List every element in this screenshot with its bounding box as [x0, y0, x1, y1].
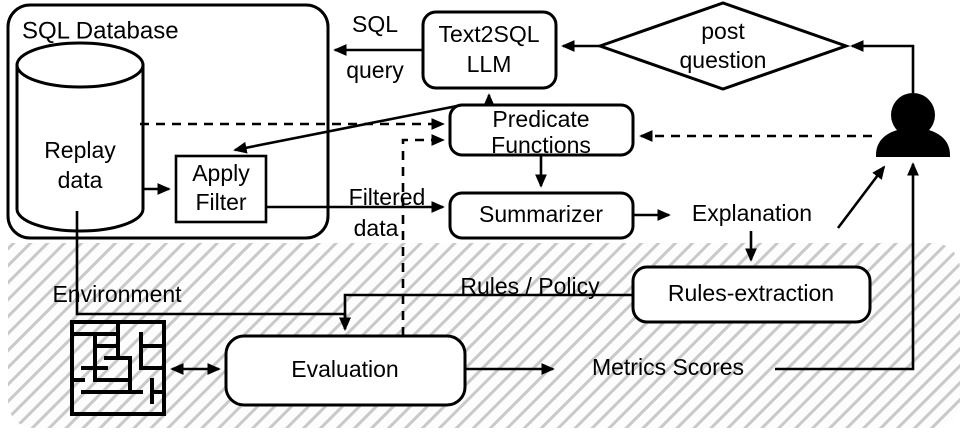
replay-data-cylinder: Replay data — [15, 41, 145, 233]
predicate-functions-label-line2: Functions — [491, 132, 591, 158]
edge-user-to-post-question — [850, 40, 915, 93]
summarizer-node: Summarizer — [448, 191, 635, 240]
metrics-scores-label: Metrics Scores — [592, 354, 744, 380]
text2sql-llm-node: Text2SQL LLM — [421, 10, 558, 90]
rules-extraction-label: Rules-extraction — [668, 280, 834, 306]
evaluation-label: Evaluation — [291, 356, 398, 382]
explanation-label: Explanation — [692, 200, 812, 226]
text2sql-llm-label-line1: Text2SQL — [439, 21, 540, 47]
edge-metrics-to-user — [775, 162, 919, 371]
edge-evaluation-to-predicate-dashed — [401, 134, 445, 336]
maze-icon — [70, 320, 166, 416]
edge-predicate-to-apply-filter — [233, 103, 463, 154]
sql-database-label: SQL Database — [22, 17, 179, 44]
sql-query-label-line2: query — [346, 57, 404, 83]
filtered-data-label-line1: Filtered — [349, 184, 426, 210]
rules-policy-label: Rules / Policy — [460, 273, 600, 299]
evaluation-node: Evaluation — [224, 334, 467, 407]
summarizer-label: Summarizer — [479, 201, 603, 227]
post-question-label-line1: post — [701, 18, 745, 44]
user-person-icon — [876, 93, 950, 157]
apply-filter-node: Apply Filter — [174, 154, 268, 224]
post-question-node: post question — [595, 1, 851, 91]
apply-filter-label-line2: Filter — [195, 189, 246, 215]
filtered-data-label-line2: data — [354, 215, 399, 241]
sql-database-container: SQL Database — [6, 3, 330, 240]
edge-explanation-to-user — [836, 165, 886, 229]
sql-query-label-line1: SQL — [352, 11, 398, 37]
apply-filter-label-line1: Apply — [192, 160, 250, 186]
predicate-functions-label-line1: Predicate — [492, 106, 589, 132]
predicate-functions-node: Predicate Functions — [448, 103, 635, 158]
text2sql-llm-label-line2: LLM — [467, 51, 512, 77]
replay-data-label-line2: data — [58, 167, 103, 193]
edge-replay-to-evaluation — [75, 211, 351, 331]
environment-label: Environment — [52, 281, 182, 307]
rules-extraction-node: Rules-extraction — [631, 265, 872, 324]
post-question-label-line2: question — [680, 47, 767, 73]
replay-data-label-line1: Replay — [44, 137, 116, 163]
